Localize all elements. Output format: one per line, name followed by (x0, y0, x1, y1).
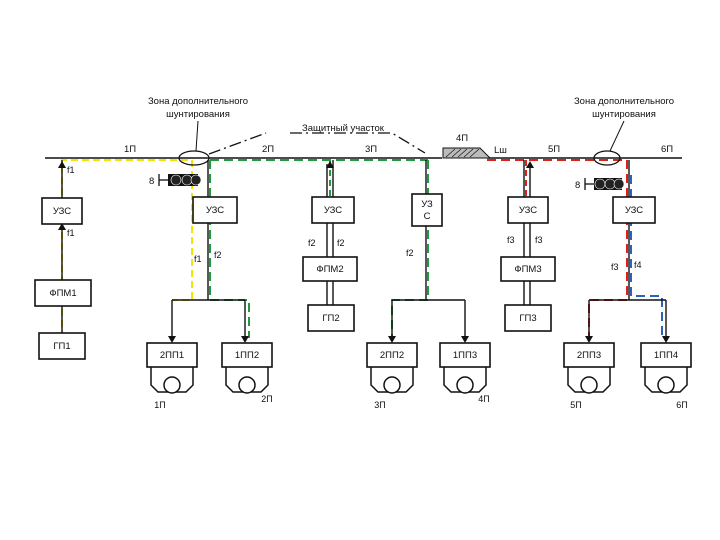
freq-label: f1 (67, 228, 75, 238)
svg-text:УЗС: УЗС (519, 205, 537, 216)
svg-text:8: 8 (149, 176, 154, 187)
freq-label: f3 (611, 262, 619, 272)
receiver-1pp3: 1ПП3 4П (439, 342, 491, 404)
section-label-6: 6П (661, 144, 673, 155)
svg-text:УЗ: УЗ (421, 199, 433, 210)
svg-text:УЗС: УЗС (206, 205, 224, 216)
receiver-2pp1: 2ПП1 1П (146, 342, 198, 410)
freq-label: f3 (535, 235, 543, 245)
f4-path (630, 175, 663, 338)
relay-icon (163, 376, 181, 394)
relay-icon (383, 376, 401, 394)
svg-text:Зона дополнительного: Зона дополнительного (574, 96, 674, 107)
gp-box-1: ГП1 (38, 332, 86, 360)
svg-text:2ПП1: 2ПП1 (160, 350, 184, 361)
svg-text:4П: 4П (478, 394, 489, 404)
svg-text:ФПМ2: ФПМ2 (316, 264, 343, 275)
receiver-2pp2: 2ПП2 3П (366, 342, 418, 410)
svg-text:ФПМ3: ФПМ3 (514, 264, 541, 275)
svg-text:1ПП2: 1ПП2 (235, 350, 259, 361)
svg-text:шунтирования: шунтирования (592, 109, 656, 120)
signal-left: 8 (149, 174, 202, 187)
svg-text:Защитный участок: Защитный участок (302, 123, 385, 134)
signal-right: 8 (575, 178, 625, 191)
svg-text:УЗС: УЗС (324, 205, 342, 216)
signal-lamp-icon (181, 174, 193, 186)
receiver-2pp3: 2ПП3 5П (563, 342, 615, 410)
freq-label: f4 (634, 260, 642, 270)
fpm-box-3: ФПМ3 (500, 256, 556, 282)
signal-lamp-icon (613, 178, 625, 190)
relay-icon (657, 376, 675, 394)
relay-icon (238, 376, 256, 394)
svg-text:ГП2: ГП2 (322, 313, 339, 324)
relay-icon (456, 376, 474, 394)
fpm-box-2: ФПМ2 (302, 256, 358, 282)
receiver-1pp2: 1ПП2 2П (221, 342, 273, 404)
svg-text:3П: 3П (374, 400, 385, 410)
svg-text:6П: 6П (676, 400, 687, 410)
arrowheads (58, 161, 670, 343)
section-label-2: 2П (262, 144, 274, 155)
freq-label: f2 (337, 238, 345, 248)
signal-lamp-icon (604, 178, 616, 190)
uzs-box-5: УЗС (507, 196, 549, 224)
gp-box-3: ГП3 (504, 304, 552, 332)
svg-text:УЗС: УЗС (53, 206, 71, 217)
signal-lamp-icon (170, 174, 182, 186)
relay-icon (580, 376, 598, 394)
connectors (61, 160, 667, 336)
svg-text:1ПП4: 1ПП4 (654, 350, 678, 361)
svg-text:УЗС: УЗС (625, 205, 643, 216)
section-label-3: 3П (365, 144, 377, 155)
signal-lamp-icon (190, 174, 202, 186)
receiver-1pp4: 1ПП4 6П (640, 342, 692, 410)
svg-text:шунтирования: шунтирования (166, 109, 230, 120)
svg-text:ГП1: ГП1 (53, 341, 70, 352)
uzs-box-4: УЗ С (411, 193, 443, 227)
uzs-box-6: УЗС (612, 196, 656, 224)
svg-text:1П: 1П (154, 400, 165, 410)
svg-text:1ПП3: 1ПП3 (453, 350, 477, 361)
protected-section: Защитный участок (208, 123, 426, 155)
uzs-box-1: УЗС (41, 197, 83, 225)
svg-text:ФПМ1: ФПМ1 (49, 288, 76, 299)
svg-text:2ПП2: 2ПП2 (380, 350, 404, 361)
freq-label: f2 (308, 238, 316, 248)
svg-text:8: 8 (575, 180, 580, 191)
f2-path-uzs2 (209, 160, 250, 338)
svg-text:2П: 2П (261, 394, 272, 404)
svg-text:5П: 5П (570, 400, 581, 410)
freq-label: f1 (194, 254, 202, 264)
signal-lamp-icon (594, 178, 606, 190)
svg-text:ГП3: ГП3 (519, 313, 536, 324)
section-label-5: 5П (548, 144, 560, 155)
freq-label: f1 (67, 165, 75, 175)
section-label-4: 4П (456, 133, 468, 144)
section-label-1: 1П (124, 144, 136, 155)
gp-box-2: ГП2 (307, 304, 355, 332)
freq-label: f2 (406, 248, 414, 258)
freq-label: f3 (507, 235, 515, 245)
lsh-label: Lш (494, 145, 507, 156)
svg-text:С: С (424, 211, 431, 222)
fpm-box-1: ФПМ1 (34, 279, 92, 307)
insulating-insert (442, 147, 492, 159)
svg-text:2ПП3: 2ПП3 (577, 350, 601, 361)
uzs-box-3: УЗС (311, 196, 355, 224)
zone-right: Зона дополнительного шунтирования (574, 96, 674, 166)
uzs-box-2: УЗС (192, 196, 238, 224)
zone-left: Зона дополнительного шунтирования (148, 96, 248, 166)
freq-label: f2 (214, 250, 222, 260)
svg-text:Зона дополнительного: Зона дополнительного (148, 96, 248, 107)
